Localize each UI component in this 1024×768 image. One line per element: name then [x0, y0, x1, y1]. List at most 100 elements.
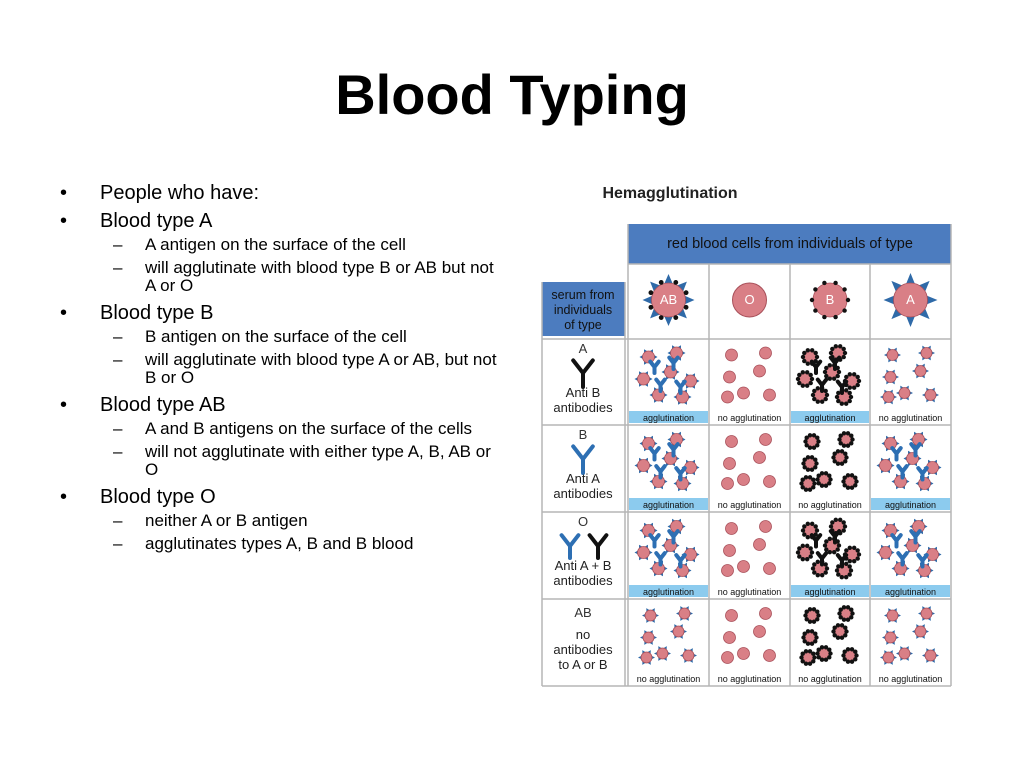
- antibody-label-line: antibodies: [553, 400, 613, 415]
- clumped-cell: [923, 546, 942, 563]
- free-cell: [763, 562, 776, 575]
- slide-title: Blood Typing: [335, 63, 689, 126]
- clumped-cell: [876, 457, 895, 474]
- bridging-antibody: [654, 377, 667, 393]
- free-cell: [725, 348, 738, 362]
- free-cell: [801, 629, 819, 646]
- cell-status-label: agglutination: [804, 413, 855, 423]
- clumped-cell: [634, 544, 653, 561]
- free-cell: [725, 435, 738, 448]
- free-cell: [723, 544, 736, 557]
- cell-status-band: [871, 585, 950, 597]
- cell-status-band: [629, 498, 708, 510]
- free-cell: [753, 451, 766, 464]
- free-cell: [640, 630, 657, 645]
- bridging-antibody: [916, 466, 929, 482]
- cell-status-band: [710, 672, 789, 684]
- serum-type-label: B: [579, 427, 588, 442]
- cell-status-band: [710, 411, 789, 423]
- bridging-antibody: [667, 442, 680, 458]
- clumped-cell: [828, 344, 848, 362]
- free-cell: [759, 520, 772, 533]
- sub-bullet-list: neither A or B antigenagglutinates types…: [58, 512, 503, 554]
- free-cell: [922, 648, 939, 663]
- free-cell: [801, 455, 819, 472]
- free-cell: [721, 477, 734, 490]
- column-type-label: A: [906, 292, 915, 307]
- bridging-antibody: [648, 533, 661, 549]
- serum-header-line: of type: [564, 318, 602, 332]
- cell-status-label: no agglutination: [798, 500, 862, 510]
- cell-status-band: [629, 585, 708, 597]
- antibody-label-line: Anti A + B: [555, 558, 612, 573]
- free-cell: [725, 522, 738, 535]
- bridging-antibody: [667, 355, 680, 371]
- free-cell: [799, 649, 817, 666]
- bullet-item: Blood type A: [58, 208, 503, 234]
- serum-type-label: O: [578, 514, 588, 529]
- free-cell: [896, 646, 913, 661]
- column-type-label: B: [826, 292, 835, 307]
- free-cell: [753, 538, 766, 551]
- bridging-antibody: [896, 464, 909, 480]
- clumped-cell: [661, 364, 680, 380]
- sub-bullet-list: A and B antigens on the surface of the c…: [58, 420, 503, 479]
- free-cell: [912, 363, 929, 379]
- antigen-b-dot: [683, 290, 689, 296]
- free-cell: [763, 388, 776, 402]
- sub-bullet-list: A antigen on the surface of the cellwill…: [58, 236, 503, 295]
- cell-status-band: [710, 585, 789, 597]
- cell-status-band: [871, 498, 950, 510]
- free-cell: [723, 370, 736, 384]
- cell-status-label: agglutination: [643, 500, 694, 510]
- cell-status-label: agglutination: [643, 587, 694, 597]
- free-cell: [737, 473, 750, 486]
- free-cell: [721, 651, 734, 664]
- cell-status-band: [791, 411, 869, 423]
- antibody-label-line: antibodies: [553, 486, 613, 501]
- cell-status-band: [791, 585, 869, 597]
- free-cell: [753, 364, 766, 378]
- free-cell: [896, 385, 913, 401]
- antibody-label-line: antibodies: [553, 573, 613, 588]
- bridging-antibody: [648, 359, 661, 375]
- bridging-antibody: [890, 533, 903, 549]
- cell-status-label: agglutination: [643, 413, 694, 423]
- antigen-b-dot: [648, 304, 654, 310]
- red-cell-o: [732, 282, 767, 318]
- cell-status-band: [629, 411, 708, 423]
- clumped-cell: [903, 537, 922, 554]
- clumped-cell: [795, 370, 815, 388]
- free-cell: [841, 647, 859, 664]
- free-cell: [880, 650, 897, 665]
- clumped-cell: [661, 537, 680, 554]
- red-cell-ab: [642, 274, 695, 326]
- clumped-cell: [634, 371, 653, 387]
- sub-bullet-item: will not agglutinate with either type A,…: [58, 443, 503, 479]
- red-cell-a: [883, 273, 938, 327]
- cell-status-label: no agglutination: [718, 587, 782, 597]
- free-cell: [676, 606, 693, 621]
- bridging-antibody: [835, 379, 849, 395]
- free-cell: [723, 457, 736, 470]
- bridging-antibody: [654, 551, 667, 567]
- free-cell: [759, 346, 772, 360]
- cell-status-band: [629, 672, 708, 684]
- figure-title: Hemagglutination: [602, 185, 737, 202]
- bullet-item: Blood type B: [58, 300, 503, 326]
- free-cell: [737, 560, 750, 573]
- free-cell: [753, 625, 766, 638]
- sub-bullet-item: agglutinates types A, B and B blood: [58, 535, 503, 554]
- free-cell: [670, 624, 687, 639]
- bridging-antibody: [674, 553, 687, 569]
- antigen-b-dot: [683, 304, 689, 310]
- bridging-antibody: [654, 464, 667, 480]
- clumped-cell: [822, 363, 842, 381]
- free-cell: [882, 630, 899, 645]
- free-cell: [759, 433, 772, 446]
- anti-a-antibody-icon: [571, 444, 595, 475]
- free-cell: [837, 605, 855, 622]
- free-cell: [884, 347, 901, 363]
- sub-bullet-item: B antigen on the surface of the cell: [58, 328, 503, 347]
- antigen-b-dot: [648, 290, 654, 296]
